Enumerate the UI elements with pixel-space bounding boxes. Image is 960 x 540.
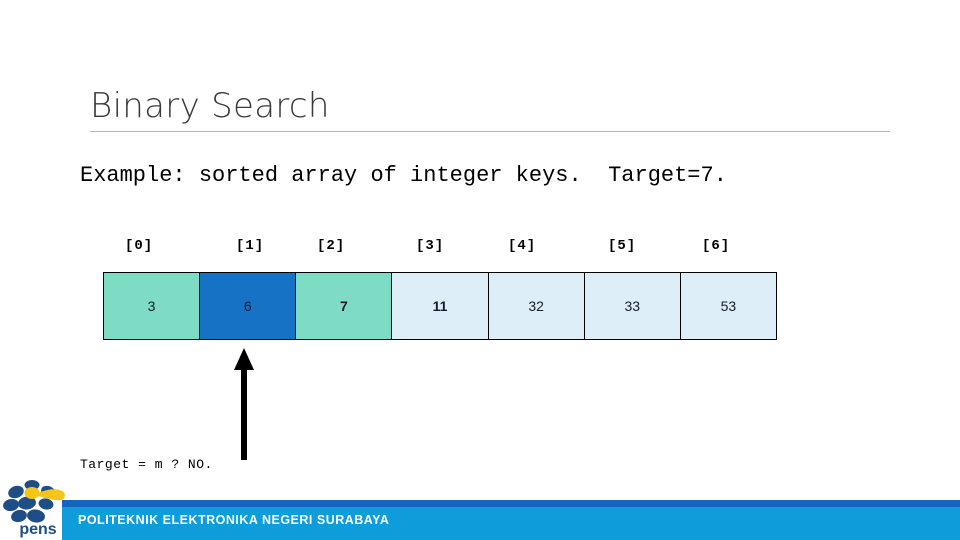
array-index-label-6: [6] — [702, 238, 731, 254]
array-cell-6[interactable]: 53 — [680, 273, 776, 339]
array-table: 3 6 7 11 32 33 53 — [103, 272, 777, 340]
array-index-label-3: [3] — [416, 238, 445, 254]
array-index-label-2: [2] — [317, 238, 346, 254]
array-cell-value-2: 7 — [339, 298, 348, 314]
array-cell-0[interactable]: 3 — [104, 273, 201, 339]
array-cell-1[interactable]: 6 — [200, 273, 297, 339]
array-cell-value-4: 32 — [528, 298, 544, 314]
array-index-label-0: [0] — [125, 238, 154, 254]
footer-accent-strip — [62, 500, 960, 507]
array-index-label-1: [1] — [236, 238, 265, 254]
array-index-label-5: [5] — [608, 238, 637, 254]
array-cell-4[interactable]: 32 — [488, 273, 585, 339]
array-cell-value-3: 11 — [432, 298, 448, 314]
page-title: Binary Search — [90, 86, 330, 126]
title-divider — [90, 131, 890, 132]
subtitle-text: Example: sorted array of integer keys. T… — [80, 163, 727, 188]
array-index-label-4: [4] — [508, 238, 537, 254]
pointer-arrow-up-icon — [234, 348, 254, 460]
array-index-row: [0] [1] [2] [3] [4] [5] [6] — [103, 238, 777, 264]
array-cell-value-1: 6 — [243, 298, 252, 314]
array-cell-3[interactable]: 11 — [392, 273, 489, 339]
footer-institution-label: POLITEKNIK ELEKTRONIKA NEGERI SURABAYA — [78, 513, 390, 527]
pens-logo-icon: pens — [3, 480, 65, 538]
pens-wordmark: pens — [19, 521, 56, 538]
array-cell-value-5: 33 — [624, 298, 641, 314]
array-cell-value-0: 3 — [147, 298, 156, 314]
footer-bar — [62, 507, 960, 540]
array-cell-5[interactable]: 33 — [584, 273, 681, 339]
comparison-note: Target = m ? NO. — [80, 457, 213, 472]
array-cell-2[interactable]: 7 — [296, 273, 393, 339]
array-cell-value-6: 53 — [720, 298, 737, 314]
